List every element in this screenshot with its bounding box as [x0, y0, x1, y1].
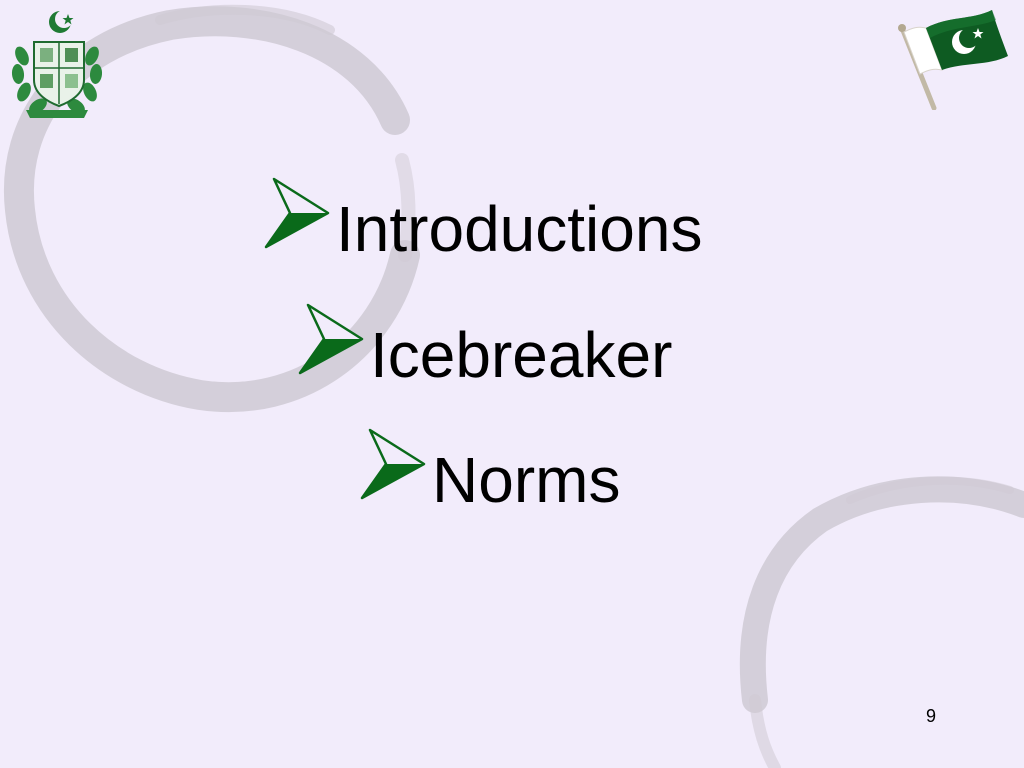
bullet-label: Icebreaker [370, 319, 673, 391]
bullet-label: Introductions [336, 193, 703, 265]
page-number: 9 [925, 706, 936, 726]
green-arrowhead-icon [264, 177, 330, 249]
swirl-ring-large-tail [395, 153, 416, 262]
swirl-ring-small-inner [846, 476, 1014, 504]
bullet-label: Norms [432, 444, 621, 516]
bullet-item-introductions: Introductions [262, 173, 702, 263]
pakistan-flag-icon [898, 10, 1008, 110]
green-arrowhead-icon [360, 428, 426, 500]
bullet-item-norms: Norms [358, 424, 620, 514]
swirl-ring-small-tail [749, 694, 781, 768]
swirl-ring-large [3, 6, 420, 413]
swirl-ring-small [739, 476, 1024, 713]
state-emblem-icon [11, 10, 103, 118]
swirl-ring-large-inner [155, 4, 335, 35]
green-arrowhead-icon [298, 303, 364, 375]
bullet-item-icebreaker: Icebreaker [296, 299, 672, 389]
